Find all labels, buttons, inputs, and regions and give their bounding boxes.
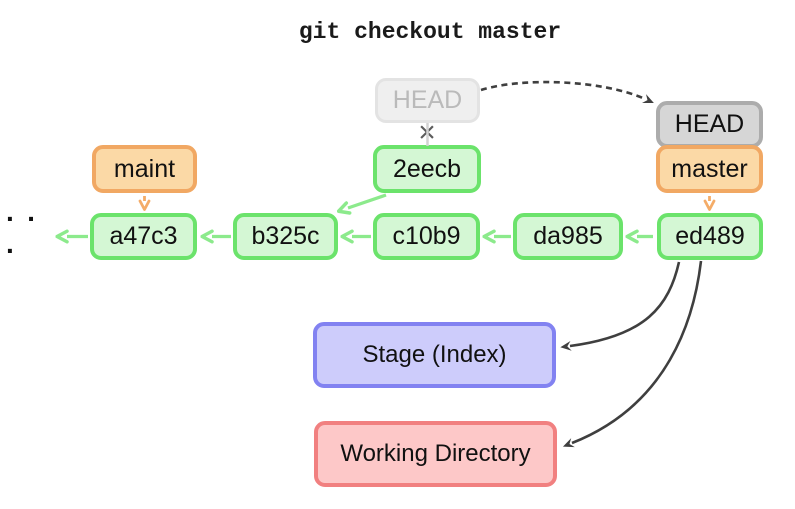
maint-label: maint (113, 154, 176, 183)
head-node: HEAD (656, 101, 763, 148)
detached-commit-parent-arrow (336, 193, 387, 215)
older-commits-ellipsis: · · · (6, 203, 39, 266)
commit-node: da985 (513, 213, 623, 260)
commit-label: a47c3 (109, 222, 178, 250)
commit-label: b325c (251, 222, 320, 250)
commit-node: a47c3 (90, 213, 197, 260)
commit-label: c10b9 (392, 222, 461, 250)
master-branch-node: master (656, 145, 763, 193)
commit-node: b325c (233, 213, 338, 260)
stage-index-node: Stage (Index) (313, 322, 556, 388)
commit-label: ed489 (675, 222, 745, 250)
working-directory-node: Working Directory (314, 421, 557, 487)
stage-index-label: Stage (Index) (362, 341, 507, 368)
command-title: git checkout master (298, 19, 562, 45)
commit-label: da985 (533, 222, 603, 250)
old-head-label: HEAD (392, 86, 463, 114)
commit-node: ed489 (657, 213, 763, 260)
commit-node: c10b9 (373, 213, 480, 260)
broken-link-cross-icon: × (418, 116, 436, 149)
head-move-arrow (480, 80, 654, 104)
old-head-node: HEAD (375, 78, 480, 123)
detached-commit-node: 2eecb (373, 145, 481, 193)
working-directory-label: Working Directory (340, 440, 531, 467)
head-label: HEAD (674, 110, 745, 138)
maint-branch-node: maint (92, 145, 197, 193)
checkout-to-working-directory-arrow (562, 260, 703, 448)
checkout-to-stage-arrow (560, 261, 681, 351)
detached-commit-label: 2eecb (392, 154, 462, 183)
master-label: master (671, 154, 748, 183)
